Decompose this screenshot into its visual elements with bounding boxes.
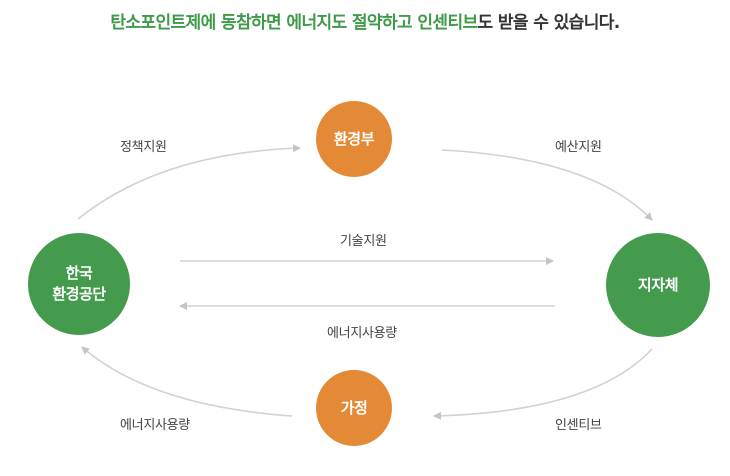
label-energy-usage-bottom: 에너지사용량 bbox=[120, 418, 190, 433]
label-energy-usage-center: 에너지사용량 bbox=[327, 326, 397, 341]
node-local-government: 지자체 bbox=[606, 233, 710, 337]
arrow-energy-usage-bottom bbox=[81, 346, 293, 417]
arrow-incentive bbox=[433, 348, 653, 420]
headline: 탄소포인트제에 동참하면 에너지도 절약하고 인센티브도 받을 수 있습니다. bbox=[0, 8, 730, 33]
node-ministry: 환경부 bbox=[316, 101, 392, 177]
arrow-budget-support bbox=[441, 149, 653, 221]
node-household: 가정 bbox=[316, 370, 392, 446]
headline-rest: 도 받을 수 있습니다. bbox=[477, 13, 621, 33]
node-local-gov-label: 지자체 bbox=[637, 275, 679, 294]
node-ministry-label: 환경부 bbox=[333, 129, 375, 148]
label-incentive: 인센티브 bbox=[555, 418, 602, 433]
node-household-label: 가정 bbox=[340, 398, 368, 417]
headline-highlight: 탄소포인트제에 동참하면 에너지도 절약하고 인센티브 bbox=[110, 13, 478, 33]
label-tech-support: 기술지원 bbox=[340, 234, 387, 249]
node-corp-label-line2: 환경공단 bbox=[52, 285, 106, 303]
arrow-policy-support bbox=[77, 144, 301, 220]
node-corp-label-line1: 한국 bbox=[65, 264, 93, 282]
label-budget-support: 예산지원 bbox=[555, 140, 602, 155]
node-korea-environment-corporation: 한국 환경공단 bbox=[28, 233, 130, 335]
label-policy-support: 정책지원 bbox=[120, 140, 167, 155]
